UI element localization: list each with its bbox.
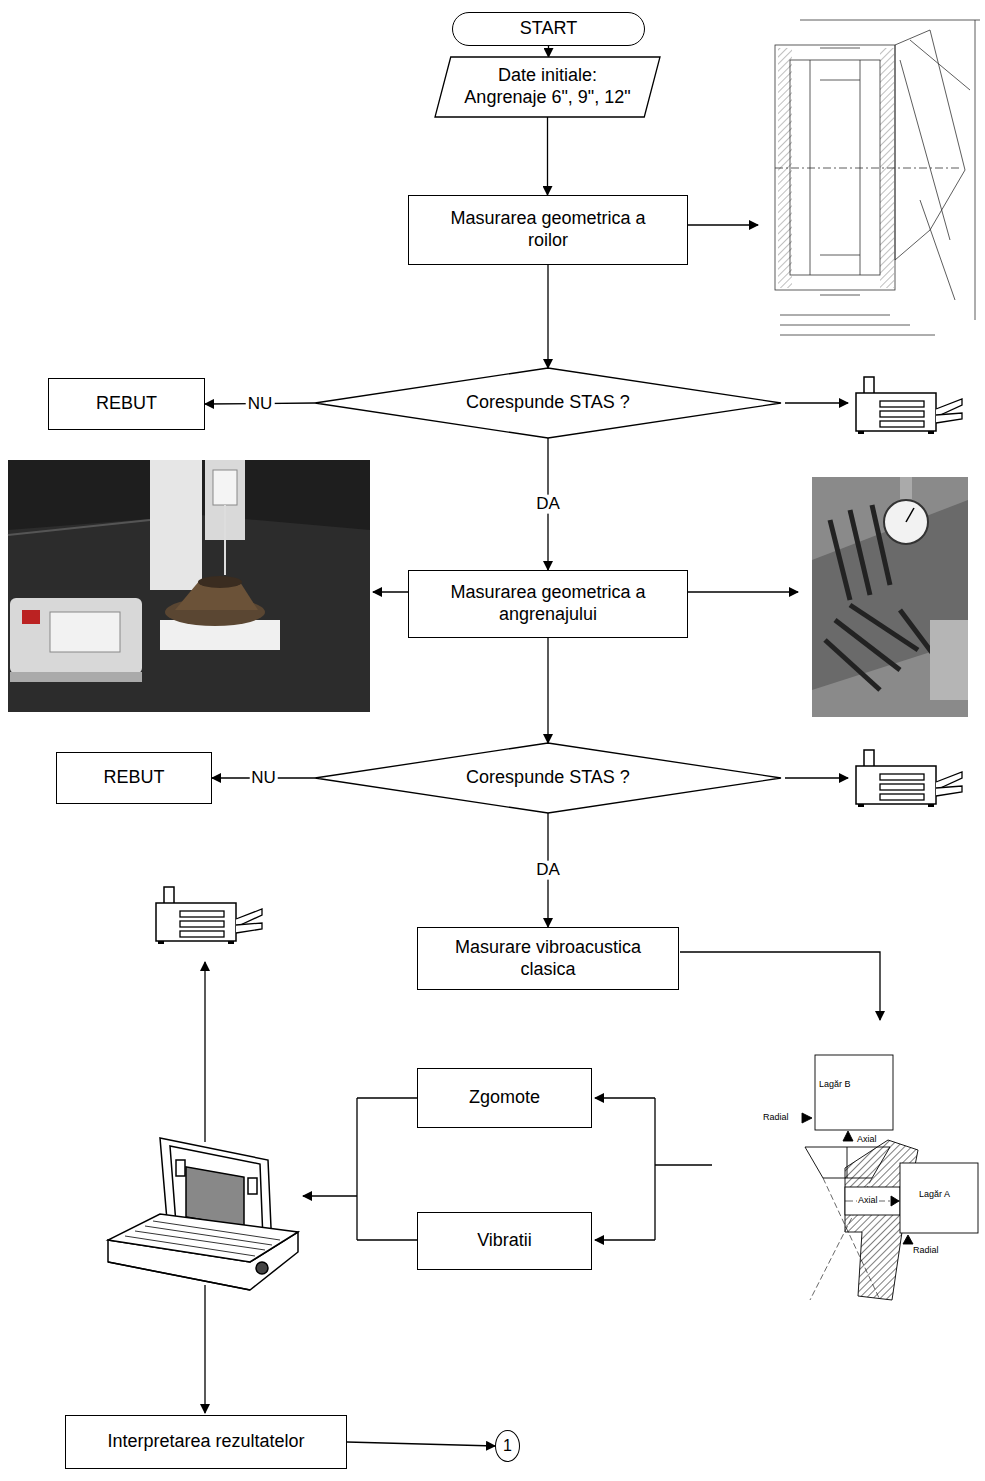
decision-diamond: Corespunde STAS ? [315,368,781,438]
edge-label: DA [534,495,562,514]
process-box: Masurarea geometrica a roilor [408,195,688,265]
node-text: Vibratii [477,1230,532,1252]
flow-arrow [547,265,548,368]
flow-arrow [547,638,548,743]
decision-diamond: Corespunde STAS ? [315,743,781,813]
signal-box: Vibratii [417,1212,592,1270]
node-text: REBUT [96,393,157,415]
node-text: Interpretarea rezultatelor [107,1431,304,1453]
node-text: REBUT [103,767,164,789]
node-text: Masurarea geometrica a roilor [436,208,661,251]
cmm-photo [8,460,370,712]
printer-icon [856,750,962,807]
process-box: Masurarea geometrica a angrenajului [408,570,688,638]
part-label: Radial [912,1246,940,1255]
part-label: Axial [856,1135,878,1144]
node-text: Zgomote [469,1087,540,1109]
printer-icon [156,887,262,944]
node-text: START [520,18,577,40]
reject-box: REBUT [56,752,212,804]
computer-icon [108,1138,298,1290]
bearing-drawing [802,1055,978,1300]
reject-box: REBUT [48,378,205,430]
process-box: Interpretarea rezultatelor [65,1415,347,1469]
signal-box: Zgomote [417,1068,592,1128]
node-text: Corespunde STAS ? [466,767,630,789]
input-parallelogram: Date initiale: Angrenaje 6", 9", 12" [435,57,660,117]
technical-drawing [775,20,980,335]
node-text: Masurare vibroacustica clasica [441,937,656,980]
edge-label: NU [246,394,275,413]
part-label: Axial [857,1196,879,1205]
terminal: START [452,12,645,46]
node-text: Date initiale: Angrenaje 6", 9", 12" [455,65,640,108]
part-label: Lagăr B [818,1080,852,1089]
process-box: Masurare vibroacustica clasica [417,927,679,990]
flow-arrow [547,117,548,195]
node-text: Corespunde STAS ? [466,392,630,414]
part-label: Radial [762,1113,790,1122]
node-text: 1 [503,1436,512,1455]
edge-label: DA [534,861,562,880]
gear-gauge-photo [812,477,968,717]
printer-icon [856,377,962,434]
node-text: Masurarea geometrica a angrenajului [436,582,661,625]
flow-arrow [347,1442,495,1446]
part-label: Lagăr A [918,1190,951,1199]
connector-circle: 1 [495,1430,520,1462]
edge-label: NU [249,769,278,788]
flow-arrow [548,46,549,57]
